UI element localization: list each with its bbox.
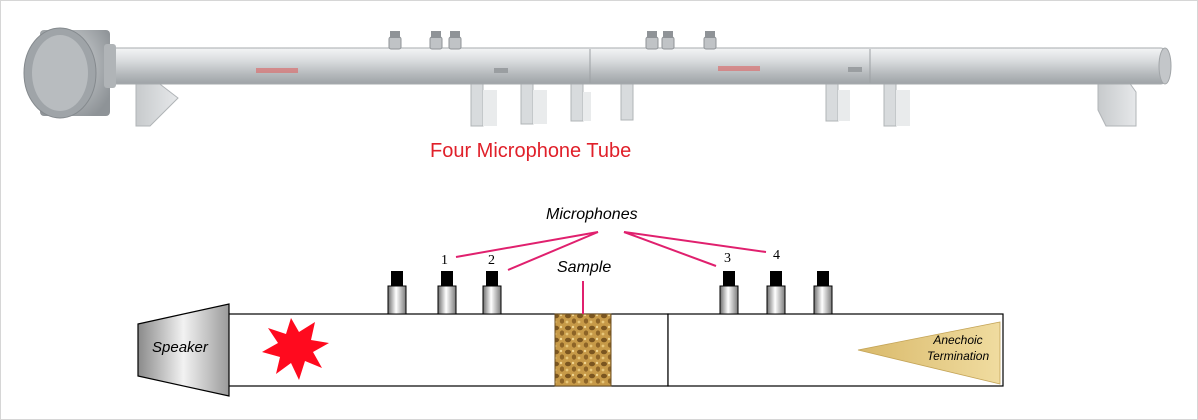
termination-label-line1: Anechoic	[933, 333, 983, 347]
sample-block	[554, 313, 612, 387]
tube-logo-marks	[256, 66, 862, 73]
photo-caption: Four Microphone Tube	[430, 140, 632, 162]
microphone-pointer-lines	[455, 231, 767, 271]
tube-microphone-fittings	[388, 31, 717, 50]
microphone-6-icon	[813, 271, 833, 315]
anechoic-termination-wedge	[857, 321, 1001, 385]
mic-number-3: 3	[724, 251, 731, 266]
sample-label: Sample	[557, 259, 612, 276]
microphone-5-icon	[766, 271, 786, 315]
tube-brackets	[135, 71, 1137, 127]
microphone-4-icon	[719, 271, 739, 315]
schematic	[137, 231, 1004, 397]
microphone-2-icon	[437, 271, 457, 315]
tube-photo	[23, 27, 1172, 127]
mic-number-2: 2	[488, 253, 495, 268]
microphone-3-icon	[482, 271, 502, 315]
speaker-label: Speaker	[152, 339, 208, 356]
microphone-1-icon	[387, 271, 407, 315]
speaker-shape	[137, 303, 230, 397]
termination-label-line2: Termination	[926, 349, 990, 363]
sound-burst-icon	[262, 318, 329, 380]
termination-label: Anechoic Termination	[918, 332, 998, 364]
microphones-label: Microphones	[546, 206, 638, 223]
tube-body	[99, 47, 1166, 85]
schematic-microphones	[387, 271, 833, 315]
mic-number-1: 1	[441, 253, 448, 268]
mic-number-4: 4	[773, 248, 780, 263]
